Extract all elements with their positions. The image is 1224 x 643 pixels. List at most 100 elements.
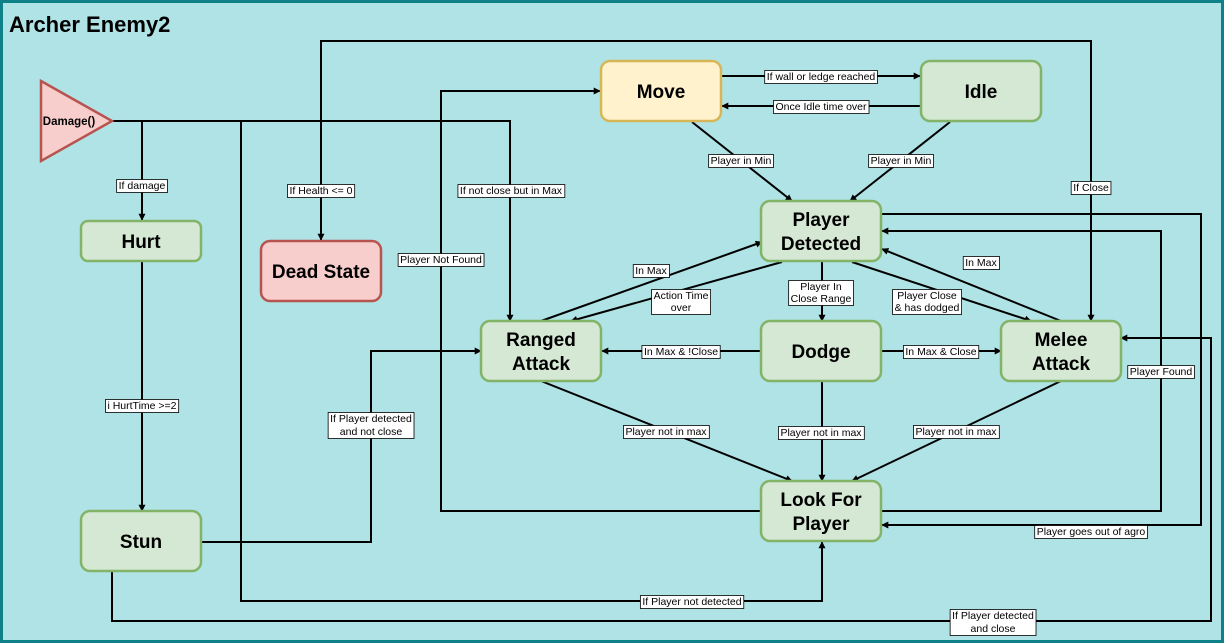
state-move-label: Move xyxy=(637,82,686,103)
label-if-wall: If wall or ledge reached xyxy=(764,70,878,84)
damage-trigger-label: Damage() xyxy=(43,116,96,128)
state-look-for-player-box xyxy=(759,479,883,543)
label-dodge-melee: In Max & Close xyxy=(902,345,980,359)
label-idle-min: Player in Min xyxy=(868,154,934,168)
damage-trigger-triangle xyxy=(39,78,115,164)
state-look-for-player-label-line2: Player xyxy=(792,514,850,535)
svg-text:If Health <= 0: If Health <= 0 xyxy=(289,185,352,197)
svg-text:If Player detected: If Player detected xyxy=(330,413,412,425)
label-not-close-max: If not close but in Max xyxy=(457,184,566,198)
label-not-detected: If Player not detected xyxy=(639,595,745,609)
state-player-detected: Player Detected xyxy=(759,199,883,263)
state-stun: Stun xyxy=(79,509,203,573)
state-player-detected-label-line2: Detected xyxy=(781,234,861,255)
state-hurt-box xyxy=(79,219,203,263)
state-stun-label: Stun xyxy=(120,532,162,553)
svg-text:Action Time: Action Time xyxy=(654,290,709,302)
label-idle-over: Once Idle time over xyxy=(773,100,870,114)
state-melee-attack-label-line2: Attack xyxy=(1032,354,1091,375)
label-out-of-agro: Player goes out of agro xyxy=(1034,525,1148,539)
svg-text:If not close but in Max: If not close but in Max xyxy=(460,185,563,197)
svg-text:If wall or ledge reached: If wall or ledge reached xyxy=(767,71,876,83)
state-melee-attack: Melee Attack xyxy=(999,319,1123,383)
state-stun-box xyxy=(79,509,203,573)
svg-text:Once Idle time over: Once Idle time over xyxy=(775,101,867,113)
svg-text:In Max: In Max xyxy=(635,265,667,277)
state-look-for-player-label-line1: Look For xyxy=(780,490,862,511)
edge-out-of-agro xyxy=(881,213,1202,529)
svg-text:over: over xyxy=(671,302,692,314)
edge-stun-to-melee xyxy=(111,334,1212,622)
svg-text:Player in Min: Player in Min xyxy=(871,155,932,167)
svg-text:If Close: If Close xyxy=(1073,182,1109,194)
state-dodge-box xyxy=(759,319,883,383)
svg-text:i HurtTime >=2: i HurtTime >=2 xyxy=(107,400,176,412)
svg-text:Close Range: Close Range xyxy=(791,293,852,305)
state-idle-label: Idle xyxy=(965,82,998,103)
transition-labels: If wall or ledge reached Once Idle time … xyxy=(105,70,1195,636)
state-move: Move xyxy=(599,59,723,123)
state-melee-attack-box xyxy=(999,319,1123,383)
state-dodge: Dodge xyxy=(759,319,883,383)
state-hurt-label: Hurt xyxy=(121,232,161,253)
state-ranged-attack-label-line2: Attack xyxy=(512,354,571,375)
state-idle: Idle xyxy=(919,59,1043,123)
edge-look-to-move xyxy=(440,87,760,512)
state-ranged-attack-label-line1: Ranged xyxy=(506,330,576,351)
edge-if-close xyxy=(320,40,1095,322)
label-move-min: Player in Min xyxy=(708,154,774,168)
svg-text:In Max & Close: In Max & Close xyxy=(905,346,976,358)
state-look-for-player: Look For Player xyxy=(759,479,883,543)
label-melee-in-max: In Max xyxy=(962,256,1000,270)
label-hurt-time: i HurtTime >=2 xyxy=(105,399,180,413)
svg-text:If Player not detected: If Player not detected xyxy=(642,596,741,608)
edge-damage-to-look xyxy=(240,121,826,602)
state-ranged-attack: Ranged Attack xyxy=(479,319,603,383)
state-hurt: Hurt xyxy=(79,219,203,263)
label-if-close: If Close xyxy=(1070,181,1112,195)
state-nodes: Damage() Move Idle Hurt Dead State Playe… xyxy=(39,59,1123,573)
label-ranged-not-max: Player not in max xyxy=(623,425,710,439)
svg-text:and not close: and not close xyxy=(340,426,403,438)
state-dead: Dead State xyxy=(259,239,383,303)
state-player-detected-label-line1: Player xyxy=(792,210,850,231)
svg-text:Player goes out of agro: Player goes out of agro xyxy=(1037,526,1146,538)
label-close-dodged: Player Close& has dodged xyxy=(892,289,962,315)
svg-text:Player in Min: Player in Min xyxy=(711,155,772,167)
label-dodge-ranged: In Max & !Close xyxy=(641,345,721,359)
svg-text:Player Close: Player Close xyxy=(897,290,957,302)
label-player-found: Player Found xyxy=(1127,365,1195,379)
state-dead-box xyxy=(259,239,383,303)
state-dead-label: Dead State xyxy=(272,262,370,283)
svg-text:Player In: Player In xyxy=(800,281,842,293)
svg-text:Player Not Found: Player Not Found xyxy=(400,254,482,266)
state-ranged-attack-box xyxy=(479,319,603,383)
svg-text:& has dodged: & has dodged xyxy=(895,302,960,314)
svg-text:Player not in max: Player not in max xyxy=(625,426,707,438)
label-ranged-in-max: In Max xyxy=(632,264,670,278)
svg-text:In Max & !Close: In Max & !Close xyxy=(644,346,718,358)
svg-text:Player not in max: Player not in max xyxy=(915,426,997,438)
svg-text:and close: and close xyxy=(971,623,1016,635)
state-melee-attack-label-line1: Melee xyxy=(1035,330,1088,351)
svg-text:Player Found: Player Found xyxy=(1130,366,1193,378)
edge-melee-to-detected xyxy=(881,248,1062,322)
state-player-detected-box xyxy=(759,199,883,263)
state-idle-box xyxy=(919,59,1043,123)
label-if-damage: If damage xyxy=(116,179,168,193)
state-move-box xyxy=(599,59,723,123)
diagram-title: Archer Enemy2 xyxy=(9,12,170,37)
state-dodge-label: Dodge xyxy=(791,342,850,363)
label-if-health: If Health <= 0 xyxy=(287,184,356,198)
label-melee-not-max: Player not in max xyxy=(913,425,1000,439)
label-dodge-not-max: Player not in max xyxy=(778,426,865,440)
svg-text:Player not in max: Player not in max xyxy=(780,427,862,439)
svg-text:In Max: In Max xyxy=(965,257,997,269)
edge-stun-to-ranged xyxy=(202,347,482,543)
label-not-found: Player Not Found xyxy=(397,253,485,267)
